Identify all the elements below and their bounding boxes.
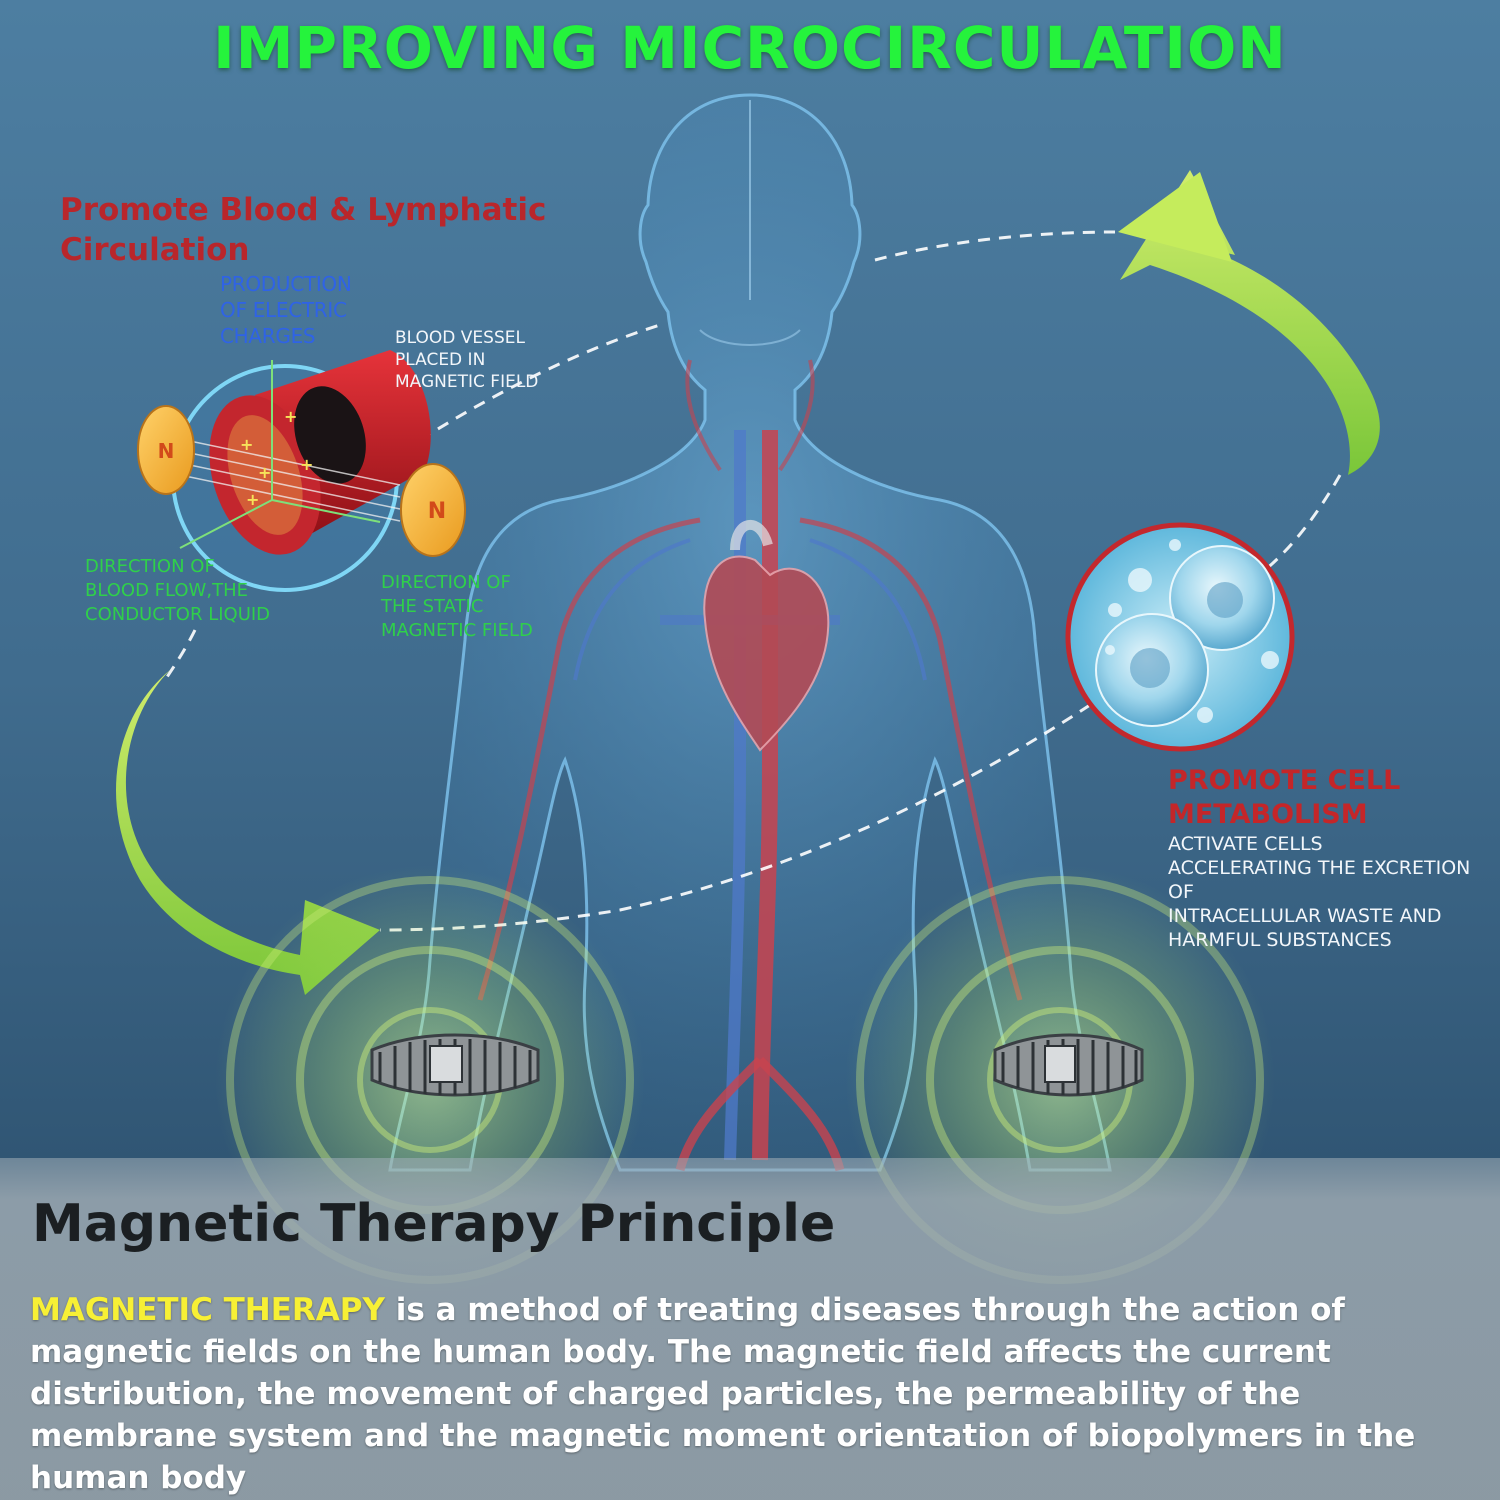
static-field-label: DIRECTION OF THE STATIC MAGNETIC FIELD <box>381 572 533 641</box>
bracelet-icon <box>993 1033 1144 1097</box>
principle-panel <box>0 1158 1500 1500</box>
principle-text: is a method of treating diseases through… <box>30 1292 1416 1496</box>
cell-metabolism-description: ACTIVATE CELLS ACCELERATING THE EXCRETIO… <box>1168 833 1471 951</box>
magnet-letter: N <box>428 499 446 524</box>
magnet-icon: N <box>137 405 195 495</box>
electric-charges-label: PRODUCTION OF ELECTRIC CHARGES <box>220 272 352 348</box>
blood-vessel-icon <box>209 350 431 555</box>
page-title: IMPROVING MICROCIRCULATION <box>213 14 1287 82</box>
principle-highlight: MAGNETIC THERAPY <box>30 1292 385 1328</box>
cycle-path <box>163 230 1342 932</box>
charge-plus: + <box>240 435 253 454</box>
blood-vessel-label: BLOOD VESSEL PLACED IN MAGNETIC FIELD <box>395 328 539 392</box>
principle-body: MAGNETIC THERAPY is a method of treating… <box>30 1289 1480 1499</box>
charge-plus: + <box>258 463 271 482</box>
charge-plus: + <box>284 407 297 426</box>
charge-plus: + <box>246 490 259 509</box>
charge-plus: + <box>300 455 313 474</box>
bracelet-icon <box>370 1033 540 1097</box>
magnet-icon: N <box>400 463 466 557</box>
blood-vessel-diagram: + + + + + N N <box>137 350 466 592</box>
heart-icon <box>703 520 830 752</box>
cell-metabolism-heading: PROMOTE CELL METABOLISM <box>1168 765 1401 830</box>
blood-circulation-heading: Promote Blood & Lymphatic Circulation <box>60 192 547 268</box>
blood-flow-label: DIRECTION OF BLOOD FLOW,THE CONDUCTOR LI… <box>85 556 271 625</box>
magnet-letter: N <box>158 439 175 463</box>
principle-heading: Magnetic Therapy Principle <box>32 1194 836 1254</box>
cell-icon <box>1065 522 1295 752</box>
